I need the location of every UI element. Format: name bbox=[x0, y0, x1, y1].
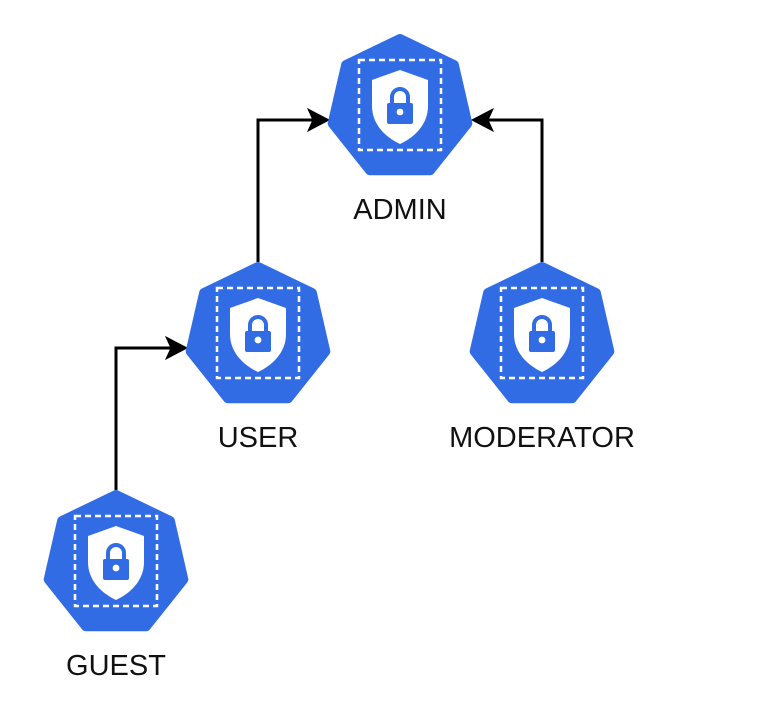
node-user[interactable]: USER bbox=[191, 267, 326, 454]
node-guest[interactable]: GUEST bbox=[49, 495, 184, 682]
edge-guest-to-user bbox=[114, 346, 173, 490]
node-label-admin: ADMIN bbox=[353, 194, 446, 226]
node-label-moderator: MODERATOR bbox=[449, 422, 635, 454]
edge-moderator-to-admin bbox=[486, 118, 544, 262]
admin-role-icon bbox=[333, 39, 468, 170]
node-admin[interactable]: ADMIN bbox=[333, 39, 468, 226]
node-label-guest: GUEST bbox=[66, 650, 166, 682]
node-moderator[interactable]: MODERATOR bbox=[449, 267, 635, 454]
moderator-role-icon bbox=[475, 267, 610, 398]
user-role-icon bbox=[191, 267, 326, 398]
arrowhead-user-to-admin bbox=[306, 107, 331, 133]
guest-role-icon bbox=[49, 495, 184, 626]
node-label-user: USER bbox=[218, 422, 299, 454]
arrowhead-guest-to-user bbox=[164, 335, 189, 361]
edge-user-to-admin bbox=[256, 118, 315, 262]
arrowhead-moderator-to-admin bbox=[470, 107, 495, 133]
edges bbox=[114, 107, 544, 490]
